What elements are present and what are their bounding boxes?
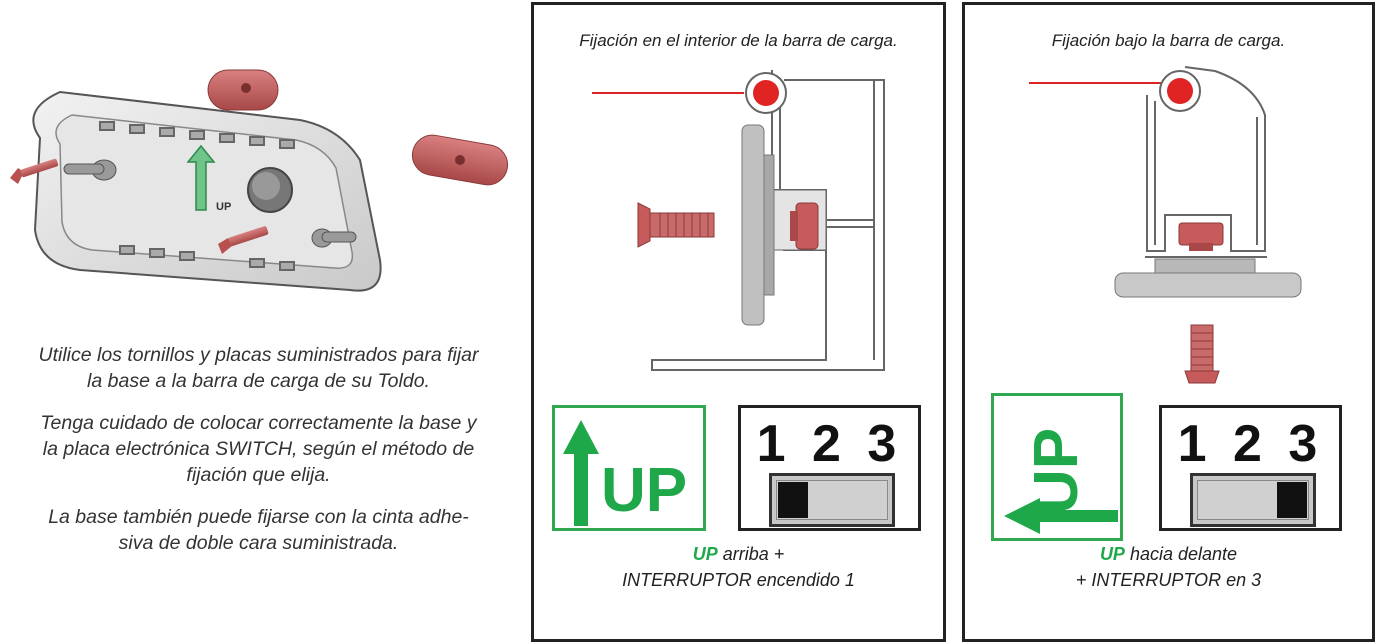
nut-plate-top — [207, 69, 279, 111]
switch-indicator: 1 2 3 — [738, 405, 921, 531]
switch-knob — [1277, 482, 1307, 518]
switch-numbers: 1 2 3 — [756, 415, 903, 473]
screw-middle — [218, 226, 269, 254]
up-arrow-icon — [563, 420, 599, 526]
switch-indicator: 1 2 3 — [1159, 405, 1342, 531]
instruction-2: Tenga cuidado de colocar correctamente l… — [40, 412, 477, 486]
under-bar-profile-illustration — [1029, 66, 1302, 384]
panel-2-caption: UP hacia delante + INTERRUPTOR en 3 — [965, 541, 1372, 593]
base-plate-illustration: UP — [10, 69, 509, 292]
panel-inside-bar: Fijación en el interior de la barra de c… — [531, 2, 946, 642]
caption-line-2: INTERRUPTOR encendido 1 — [622, 570, 855, 590]
up-indicator-vertical: UP — [552, 405, 706, 531]
instruction-1: Utilice los tornillos y placas suministr… — [38, 344, 479, 392]
panel-2-title: Fijación bajo la barra de carga. — [1051, 31, 1286, 50]
base-plate — [32, 90, 382, 292]
switch-knob — [778, 482, 808, 518]
switch-track — [1190, 473, 1316, 527]
nut-plate-right — [411, 134, 509, 186]
instructions: Utilice los tornillos y placas suministr… — [2, 342, 515, 572]
instruction-3: La base también puede fijarse con la cin… — [48, 506, 469, 554]
screw-left — [10, 158, 59, 184]
switch-numbers: 1 2 3 — [1177, 415, 1324, 473]
panel-1-caption: UP arriba + INTERRUPTOR encendido 1 — [534, 541, 943, 593]
caption-up-label: UP — [692, 544, 718, 564]
up-indicator-horizontal: UP — [991, 393, 1123, 541]
screw-vertical — [1184, 324, 1220, 384]
screw-horizontal — [637, 202, 715, 248]
base-up-label: UP — [216, 201, 231, 213]
caption-line-1: hacia delante — [1124, 544, 1238, 564]
up-label: UP — [601, 456, 688, 525]
left-arrow-icon — [1004, 498, 1118, 534]
caption-up-label: UP — [1099, 544, 1125, 564]
caption-line-1: arriba + — [717, 544, 785, 564]
inside-bar-profile-illustration — [592, 70, 885, 371]
switch-track — [769, 473, 895, 527]
panel-1-title: Fijación en el interior de la barra de c… — [579, 31, 898, 50]
caption-line-2: + INTERRUPTOR en 3 — [1075, 570, 1262, 590]
panel-under-bar: Fijación bajo la barra de carga. — [962, 2, 1375, 642]
